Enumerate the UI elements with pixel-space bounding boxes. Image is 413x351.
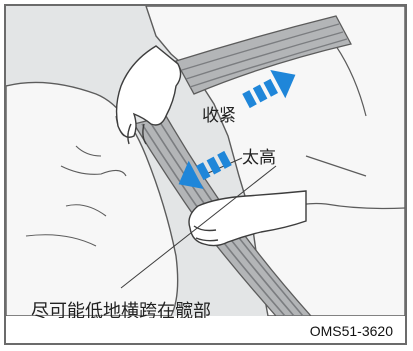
tighten-label: 收紧 xyxy=(202,101,236,126)
seat-belt-illustration xyxy=(6,6,405,316)
figure-code: OMS51-3620 xyxy=(310,323,393,339)
too-high-label: 太高 xyxy=(242,143,276,168)
figure-caption-strip: OMS51-3620 xyxy=(6,318,405,345)
figure-frame: 收紧 太高 尽可能低地横跨在髋部 OMS51-3620 xyxy=(4,4,407,345)
